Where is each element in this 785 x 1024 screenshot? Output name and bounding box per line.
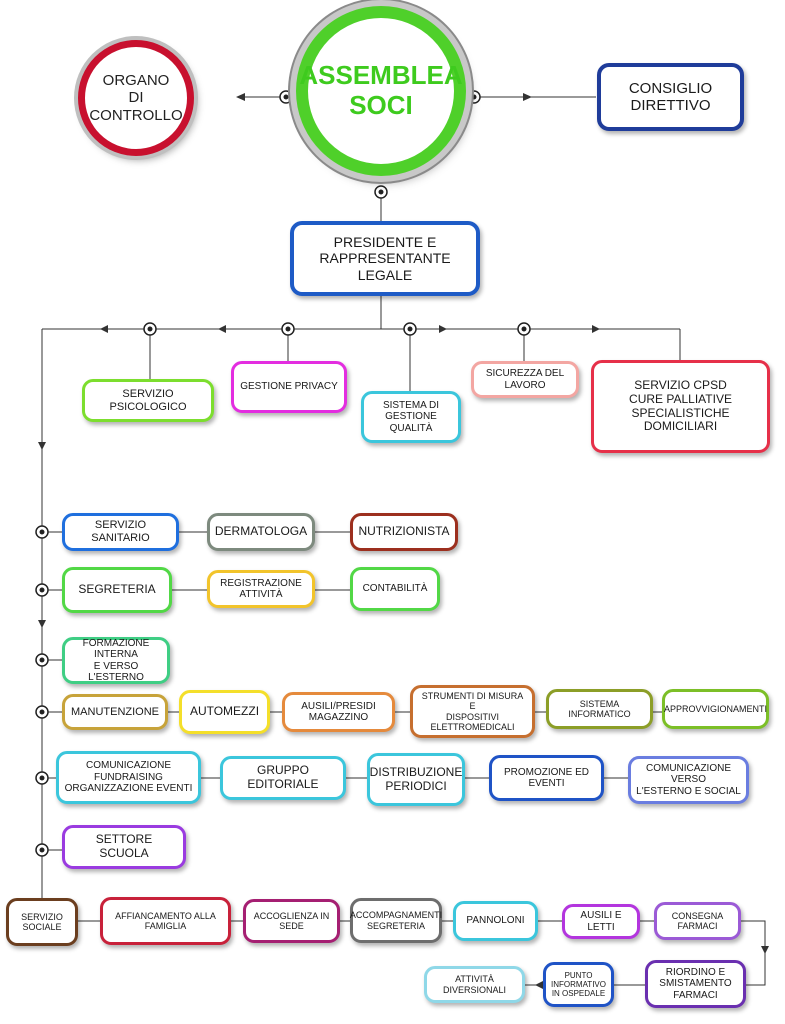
affiancamento-famiglia-label: AFFIANCAMENTO ALLA FAMIGLIA bbox=[115, 910, 216, 931]
attivita-diversionali-node: ATTIVITÀ DIVERSIONALI bbox=[424, 966, 525, 1003]
servizio-sanitario-label: SERVIZIO SANITARIO bbox=[91, 519, 150, 544]
servizio-cpsd-label: SERVIZIO CPSD CURE PALLIATIVE SPECIALIST… bbox=[629, 377, 732, 434]
pannoloni-node: PANNOLONI bbox=[453, 901, 538, 941]
servizio-cpsd-node: SERVIZIO CPSD CURE PALLIATIVE SPECIALIST… bbox=[591, 360, 770, 453]
attivita-diversionali-label: ATTIVITÀ DIVERSIONALI bbox=[442, 974, 507, 995]
ausili-presidi-magazzino-node: AUSILI/PRESIDI MAGAZZINO bbox=[282, 692, 395, 732]
nutrizionista-node: NUTRIZIONISTA bbox=[350, 513, 458, 551]
ausili-letti-label: AUSILI E LETTI bbox=[580, 910, 622, 933]
accoglienza-sede-node: ACCOGLIENZA IN SEDE bbox=[243, 899, 340, 943]
segreteria-node: SEGRETERIA bbox=[62, 567, 172, 613]
presidente-node: PRESIDENTE E RAPPRESENTANTE LEGALE bbox=[290, 221, 480, 296]
distribuzione-periodici-node: DISTRIBUZIONE PERIODICI bbox=[367, 753, 465, 806]
servizio-sociale-label: SERVIZIO SOCIALE bbox=[21, 911, 63, 932]
sicurezza-del-lavoro-label: SICUREZZA DEL LAVORO bbox=[485, 368, 565, 391]
contabilita-label: CONTABILITÀ bbox=[362, 583, 428, 595]
sistema-gestione-qualita-node: SISTEMA DI GESTIONE QUALITÀ bbox=[361, 391, 461, 443]
gestione-privacy-node: GESTIONE PRIVACY bbox=[231, 361, 347, 413]
servizio-psicologico-label: SERVIZIO PSICOLOGICO bbox=[109, 387, 187, 413]
organo-di-controllo-node: ORGANO DI CONTROLLO bbox=[78, 40, 194, 156]
comunicazione-social-node: COMUNICAZIONE VERSO L'ESTERNO E SOCIAL bbox=[628, 756, 749, 804]
manutenzione-label: MANUTENZIONE bbox=[71, 705, 159, 718]
comunicazione-social-label: COMUNICAZIONE VERSO L'ESTERNO E SOCIAL bbox=[636, 762, 741, 797]
accoglienza-sede-label: ACCOGLIENZA IN SEDE bbox=[253, 910, 330, 931]
registrazione-attivita-node: REGISTRAZIONE ATTIVITÀ bbox=[207, 570, 315, 608]
riordino-farmaci-label: RIORDINO E SMISTAMENTO FARMACI bbox=[659, 966, 732, 1001]
settore-scuola-node: SETTORE SCUOLA bbox=[62, 825, 186, 869]
comunicazione-fundraising-label: COMUNICAZIONE FUNDRAISING ORGANIZZAZIONE… bbox=[64, 760, 193, 795]
affiancamento-famiglia-node: AFFIANCAMENTO ALLA FAMIGLIA bbox=[100, 897, 231, 945]
segreteria-label: SEGRETERIA bbox=[78, 582, 156, 597]
presidente-label: PRESIDENTE E RAPPRESENTANTE LEGALE bbox=[319, 234, 451, 283]
promozione-eventi-label: PROMOZIONE ED EVENTI bbox=[503, 766, 589, 790]
riordino-farmaci-node: RIORDINO E SMISTAMENTO FARMACI bbox=[645, 960, 746, 1008]
servizio-sanitario-node: SERVIZIO SANITARIO bbox=[62, 513, 179, 551]
promozione-eventi-node: PROMOZIONE ED EVENTI bbox=[489, 755, 604, 801]
ausili-letti-node: AUSILI E LETTI bbox=[562, 904, 640, 939]
automezzi-label: AUTOMEZZI bbox=[189, 704, 260, 719]
approvvigionamenti-label: APPROVVIGIONAMENTI bbox=[663, 703, 768, 714]
registrazione-attivita-label: REGISTRAZIONE ATTIVITÀ bbox=[220, 577, 302, 601]
accompagnamenti-segreteria-node: ACCOMPAGNAMENTI SEGRETERIA bbox=[350, 898, 442, 943]
assemblea-soci-node: ASSEMBLEA SOCI bbox=[296, 6, 466, 176]
sistema-informatico-node: SISTEMA INFORMATICO bbox=[546, 689, 653, 729]
comunicazione-fundraising-node: COMUNICAZIONE FUNDRAISING ORGANIZZAZIONE… bbox=[56, 751, 201, 804]
consegna-farmaci-label: CONSEGNA FARMACI bbox=[671, 910, 724, 931]
approvvigionamenti-node: APPROVVIGIONAMENTI bbox=[662, 689, 769, 729]
contabilita-node: CONTABILITÀ bbox=[350, 567, 440, 611]
manutenzione-node: MANUTENZIONE bbox=[62, 694, 168, 730]
pannoloni-label: PANNOLONI bbox=[466, 915, 525, 927]
accompagnamenti-segreteria-label: ACCOMPAGNAMENTI SEGRETERIA bbox=[349, 910, 443, 931]
distribuzione-periodici-label: DISTRIBUZIONE PERIODICI bbox=[369, 764, 463, 793]
punto-informativo-label: PUNTO INFORMATIVO IN OSPEDALE bbox=[551, 970, 606, 999]
automezzi-node: AUTOMEZZI bbox=[179, 690, 270, 734]
organo-di-controllo-label: ORGANO DI CONTROLLO bbox=[89, 72, 183, 124]
assemblea-soci-label: ASSEMBLEA SOCI bbox=[299, 60, 463, 120]
consegna-farmaci-node: CONSEGNA FARMACI bbox=[654, 902, 741, 940]
dermatologa-label: DERMATOLOGA bbox=[214, 524, 308, 539]
servizio-psicologico-node: SERVIZIO PSICOLOGICO bbox=[82, 379, 214, 422]
sistema-informatico-label: SISTEMA INFORMATICO bbox=[568, 698, 631, 719]
settore-scuola-label: SETTORE SCUOLA bbox=[95, 832, 153, 860]
dermatologa-node: DERMATOLOGA bbox=[207, 513, 315, 551]
sistema-gestione-qualita-label: SISTEMA DI GESTIONE QUALITÀ bbox=[382, 399, 440, 434]
formazione-label: FORMAZIONE INTERNA E VERSO L'ESTERNO bbox=[82, 637, 150, 684]
nutrizionista-label: NUTRIZIONISTA bbox=[358, 524, 450, 539]
servizio-sociale-node: SERVIZIO SOCIALE bbox=[6, 898, 78, 946]
ausili-presidi-magazzino-label: AUSILI/PRESIDI MAGAZZINO bbox=[301, 700, 376, 724]
gestione-privacy-label: GESTIONE PRIVACY bbox=[240, 381, 338, 393]
strumenti-misura-label: STRUMENTI DI MISURA E DISPOSITIVI ELETTR… bbox=[421, 690, 524, 732]
strumenti-misura-node: STRUMENTI DI MISURA E DISPOSITIVI ELETTR… bbox=[410, 685, 535, 738]
formazione-node: FORMAZIONE INTERNA E VERSO L'ESTERNO bbox=[62, 637, 170, 684]
punto-informativo-node: PUNTO INFORMATIVO IN OSPEDALE bbox=[543, 962, 614, 1007]
sicurezza-del-lavoro-node: SICUREZZA DEL LAVORO bbox=[471, 361, 579, 398]
gruppo-editoriale-label: GRUPPO EDITORIALE bbox=[247, 763, 319, 791]
gruppo-editoriale-node: GRUPPO EDITORIALE bbox=[220, 756, 346, 800]
consiglio-direttivo-label: CONSIGLIO DIRETTIVO bbox=[628, 79, 713, 114]
consiglio-direttivo-node: CONSIGLIO DIRETTIVO bbox=[597, 63, 744, 131]
